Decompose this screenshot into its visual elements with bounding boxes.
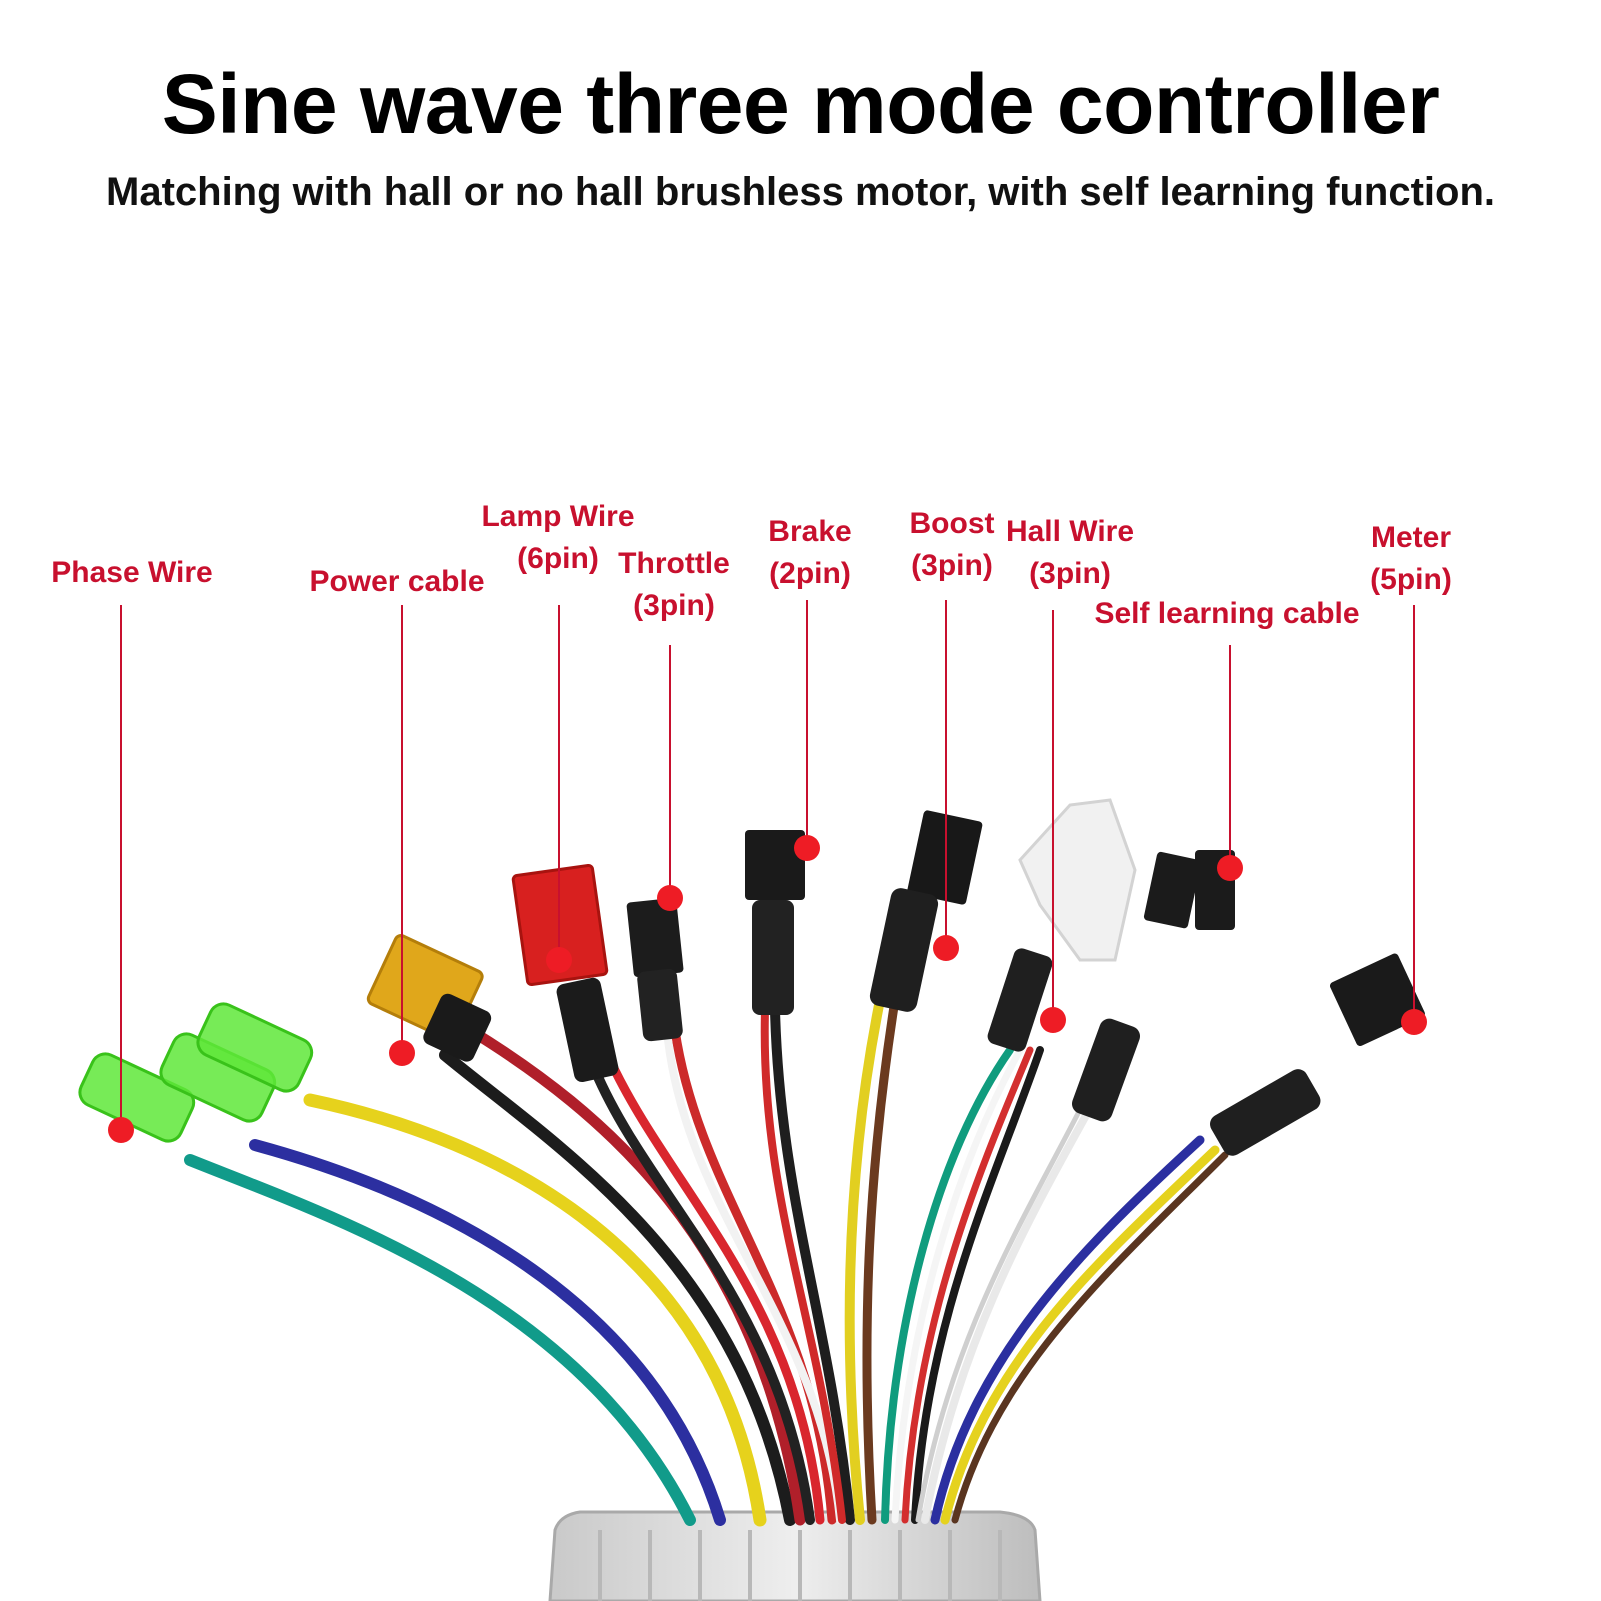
label-lamp-wire-pins: (6pin) (517, 542, 599, 575)
hall-wire-red (901, 1046, 1034, 1524)
label-brake-pins: (2pin) (769, 557, 851, 590)
label-boost-pins: (3pin) (911, 549, 993, 582)
meter-wire-blue (930, 1135, 1205, 1525)
marker-power-cable (389, 1040, 415, 1066)
marker-self-learning (1217, 855, 1243, 881)
phase-terminals (78, 1002, 314, 1143)
marker-phase-wire (108, 1117, 134, 1143)
meter-connector (1210, 953, 1425, 1156)
lamp-wire-black (590, 1065, 815, 1525)
label-power-cable: Power cable (309, 565, 484, 598)
page-subtitle: Matching with hall or no hall brushless … (106, 170, 1495, 214)
boost-wire-yellow (844, 995, 885, 1525)
brake-wire-black (770, 1005, 855, 1525)
label-throttle: Throttle (618, 547, 730, 580)
self-learning-wire-white (921, 1086, 1104, 1524)
marker-hall-wire (1040, 1007, 1066, 1033)
hall-wire-white (891, 1046, 1024, 1524)
controller-housing (548, 1510, 1042, 1601)
self-learning-wire-grey (915, 1087, 1093, 1523)
brake-wire-red (760, 1006, 846, 1524)
lamp-connector (511, 863, 619, 1082)
marker-meter (1401, 1009, 1427, 1035)
leader-lines (120, 600, 1415, 1130)
brake-connector (745, 830, 805, 1015)
label-self-learning: Self learning cable (1094, 597, 1359, 630)
marker-boost (933, 935, 959, 961)
hall-wire-green (881, 1046, 1014, 1524)
lamp-wire-red (605, 1055, 825, 1525)
page-title: Sine wave three mode controller (161, 57, 1440, 151)
meter-wire-yellow (940, 1145, 1220, 1525)
phase-wire-green (184, 1154, 696, 1526)
label-meter-pins: (5pin) (1370, 563, 1452, 596)
label-lamp-wire: Lamp Wire (481, 500, 634, 533)
marker-throttle (657, 885, 683, 911)
label-hall-wire: Hall Wire (1006, 515, 1134, 548)
throttle-connector (626, 897, 684, 1042)
label-phase-wire: Phase Wire (51, 556, 212, 589)
label-throttle-pins: (3pin) (633, 589, 715, 622)
phase-wire-blue (249, 1139, 726, 1526)
label-brake: Brake (768, 515, 851, 548)
marker-lamp-wire (546, 947, 572, 973)
hall-wire-black (911, 1046, 1044, 1524)
markers (108, 835, 1427, 1143)
label-hall-wire-pins: (3pin) (1029, 557, 1111, 590)
callout-labels: Phase Wire Power cable Lamp Wire (6pin) … (51, 500, 1452, 630)
throttle-wire-red (670, 1025, 837, 1525)
hall-connector (987, 798, 1137, 1052)
power-connector-xt60 (366, 934, 492, 1062)
phase-wire-yellow (303, 1093, 767, 1527)
boost-connector (869, 810, 983, 1012)
boost-wire-brown (862, 995, 900, 1525)
label-boost: Boost (910, 507, 995, 540)
connectors (78, 798, 1425, 1156)
marker-brake (794, 835, 820, 861)
meter-wire-brown (951, 1151, 1229, 1524)
throttle-wire-white (664, 1036, 844, 1524)
power-wire-black (439, 1049, 796, 1526)
wire-bundle (184, 995, 1229, 1527)
label-meter: Meter (1371, 521, 1451, 554)
